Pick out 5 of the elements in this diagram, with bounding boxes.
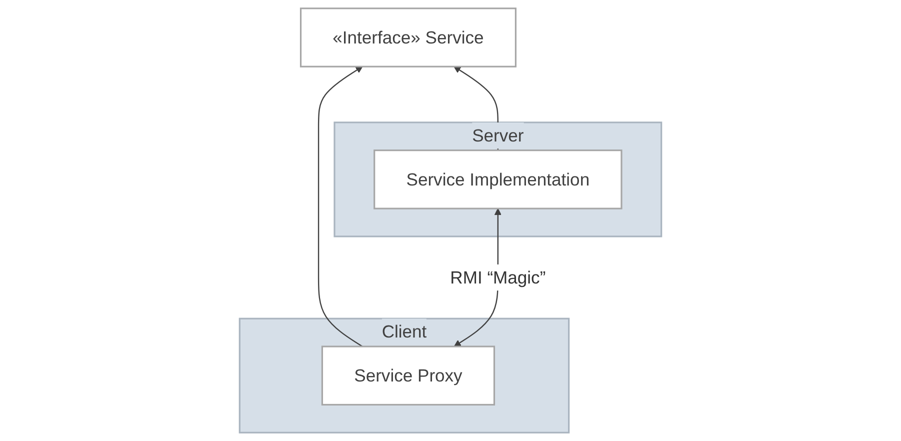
arrow (318, 66, 363, 347)
node-box: Service Implementation (374, 150, 622, 210)
node-box: «Interface» Service (300, 8, 516, 68)
edge-label: RMI “Magic” (450, 268, 546, 288)
node-box: Service Proxy (321, 346, 496, 406)
